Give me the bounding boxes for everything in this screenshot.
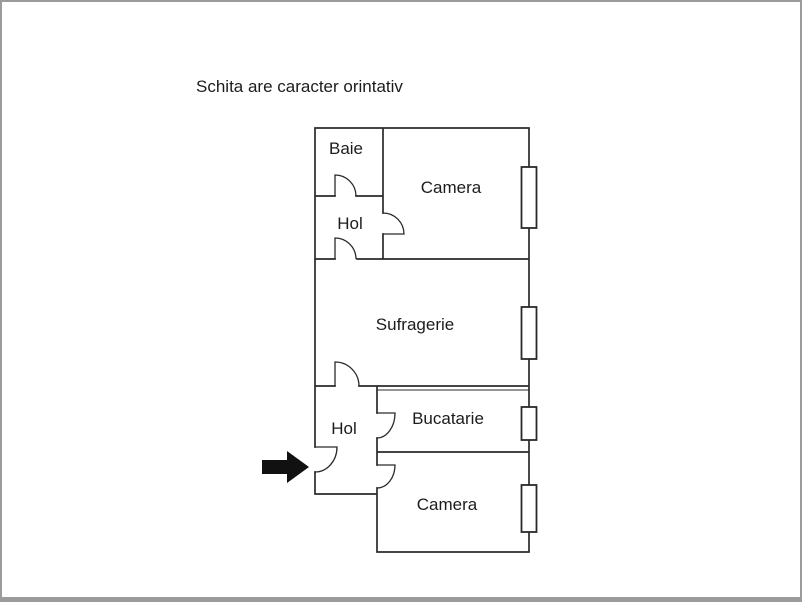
door-camera-top [382, 212, 405, 235]
room-label-camera-bottom: Camera [417, 495, 478, 514]
door-baie [334, 174, 357, 197]
room-label-baie: Baie [329, 139, 363, 158]
room-label-bucatarie: Bucatarie [412, 409, 484, 428]
room-label-hol-top: Hol [337, 214, 363, 233]
disclaimer-text: Schita are caracter orintativ [196, 77, 403, 96]
door-entrance [314, 446, 338, 473]
room-label-camera-top: Camera [421, 178, 482, 197]
door-camera-bottom [376, 464, 396, 489]
entrance-arrow-icon [262, 451, 309, 483]
room-label-sufragerie: Sufragerie [376, 315, 454, 334]
window-bucatarie [520, 406, 538, 441]
window-camera-top [520, 166, 538, 229]
door-bucatarie [376, 412, 396, 439]
window-camera-bottom [520, 484, 538, 533]
room-label-hol-bottom: Hol [331, 419, 357, 438]
door-sufragerie [334, 361, 360, 387]
doors [314, 174, 405, 489]
window-sufragerie [520, 306, 538, 360]
windows [520, 166, 538, 533]
door-hol-sufragerie [334, 237, 357, 260]
room-labels: Baie Camera Hol Sufragerie Hol Bucatarie… [329, 139, 484, 514]
